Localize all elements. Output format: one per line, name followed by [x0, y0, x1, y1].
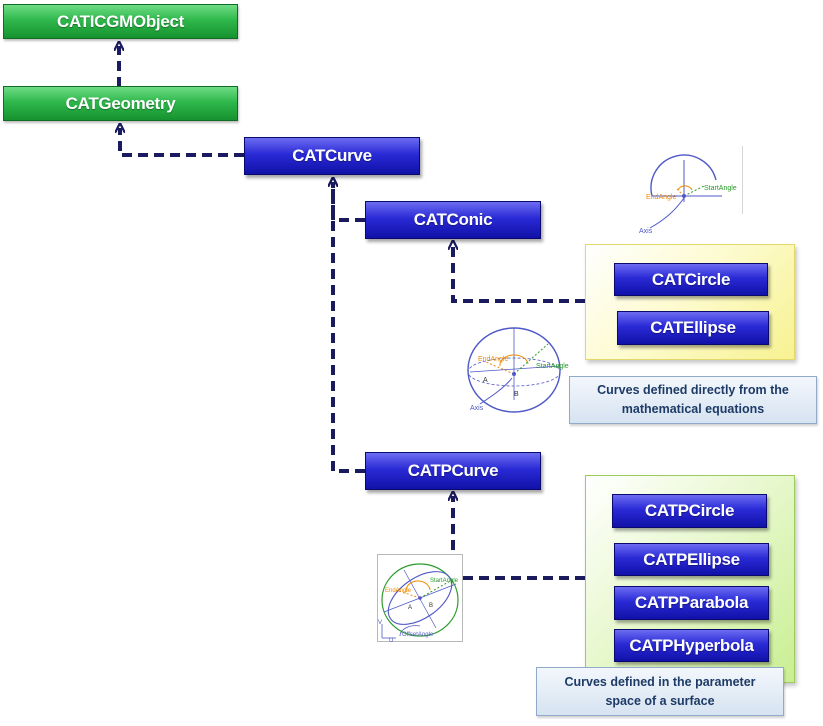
ellipse-thumb-start-angle: StartAngle: [536, 363, 569, 370]
connector-circle-group-to-conic: [453, 245, 585, 303]
conic-note-line-2: mathematical equations: [621, 402, 765, 416]
ellipse-thumb-end-angle: EndAngle: [478, 356, 508, 363]
circle-thumb-start-angle: StartAngle: [704, 185, 737, 192]
circle-thumbnail-border: [742, 146, 743, 214]
circle-thumb-axis: Axis: [639, 228, 653, 235]
class-catpparabola: CATPParabola: [614, 586, 769, 620]
connector-pcurve-to-curve: [333, 182, 365, 473]
pcurve-thumb-u: U: [389, 638, 393, 644]
ellipse-thumb-b: B: [514, 391, 519, 398]
pcurve-thumb-offset-angle: OffsetAngle: [402, 632, 434, 638]
pcurve-thumb-b: B: [429, 603, 433, 609]
conic-note-line-1: Curves defined directly from the: [597, 383, 789, 397]
class-catphyperbola: CATPHyperbola: [614, 629, 769, 662]
pcurve-thumb-a: A: [408, 605, 412, 611]
class-catcurve: CATCurve: [244, 137, 420, 175]
pcurve-thumb-start-angle: StartAngle: [430, 578, 459, 584]
conic-description-note: Curves defined directly from the mathema…: [569, 376, 817, 424]
pcurve-note-line-2: space of a surface: [605, 693, 715, 708]
class-catcircle: CATCircle: [614, 263, 768, 296]
class-caticgmobject: CATICGMObject: [3, 4, 238, 39]
ellipse-thumb-axis: Axis: [470, 405, 484, 412]
connector-curve-to-geometry: [120, 128, 244, 157]
class-catpcurve: CATPCurve: [365, 452, 541, 490]
class-catellipse: CATEllipse: [617, 311, 769, 345]
pcurve-note-line-1: Curves defined in the parameter: [564, 674, 756, 689]
class-catpellipse: CATPEllipse: [614, 543, 769, 576]
ellipse-thumb-a: A: [483, 377, 488, 384]
class-catgeometry: CATGeometry: [3, 86, 238, 121]
pcurve-thumb-v: V: [378, 620, 382, 626]
circle-thumb-end-angle: EndAngle: [646, 194, 676, 201]
class-catpcircle: CATPCircle: [612, 494, 767, 528]
class-catconic: CATConic: [365, 201, 541, 239]
pcurve-description-note: Curves defined in the parameter space of…: [536, 667, 784, 716]
pcurve-thumb-end-angle: EndAngle: [385, 588, 412, 594]
